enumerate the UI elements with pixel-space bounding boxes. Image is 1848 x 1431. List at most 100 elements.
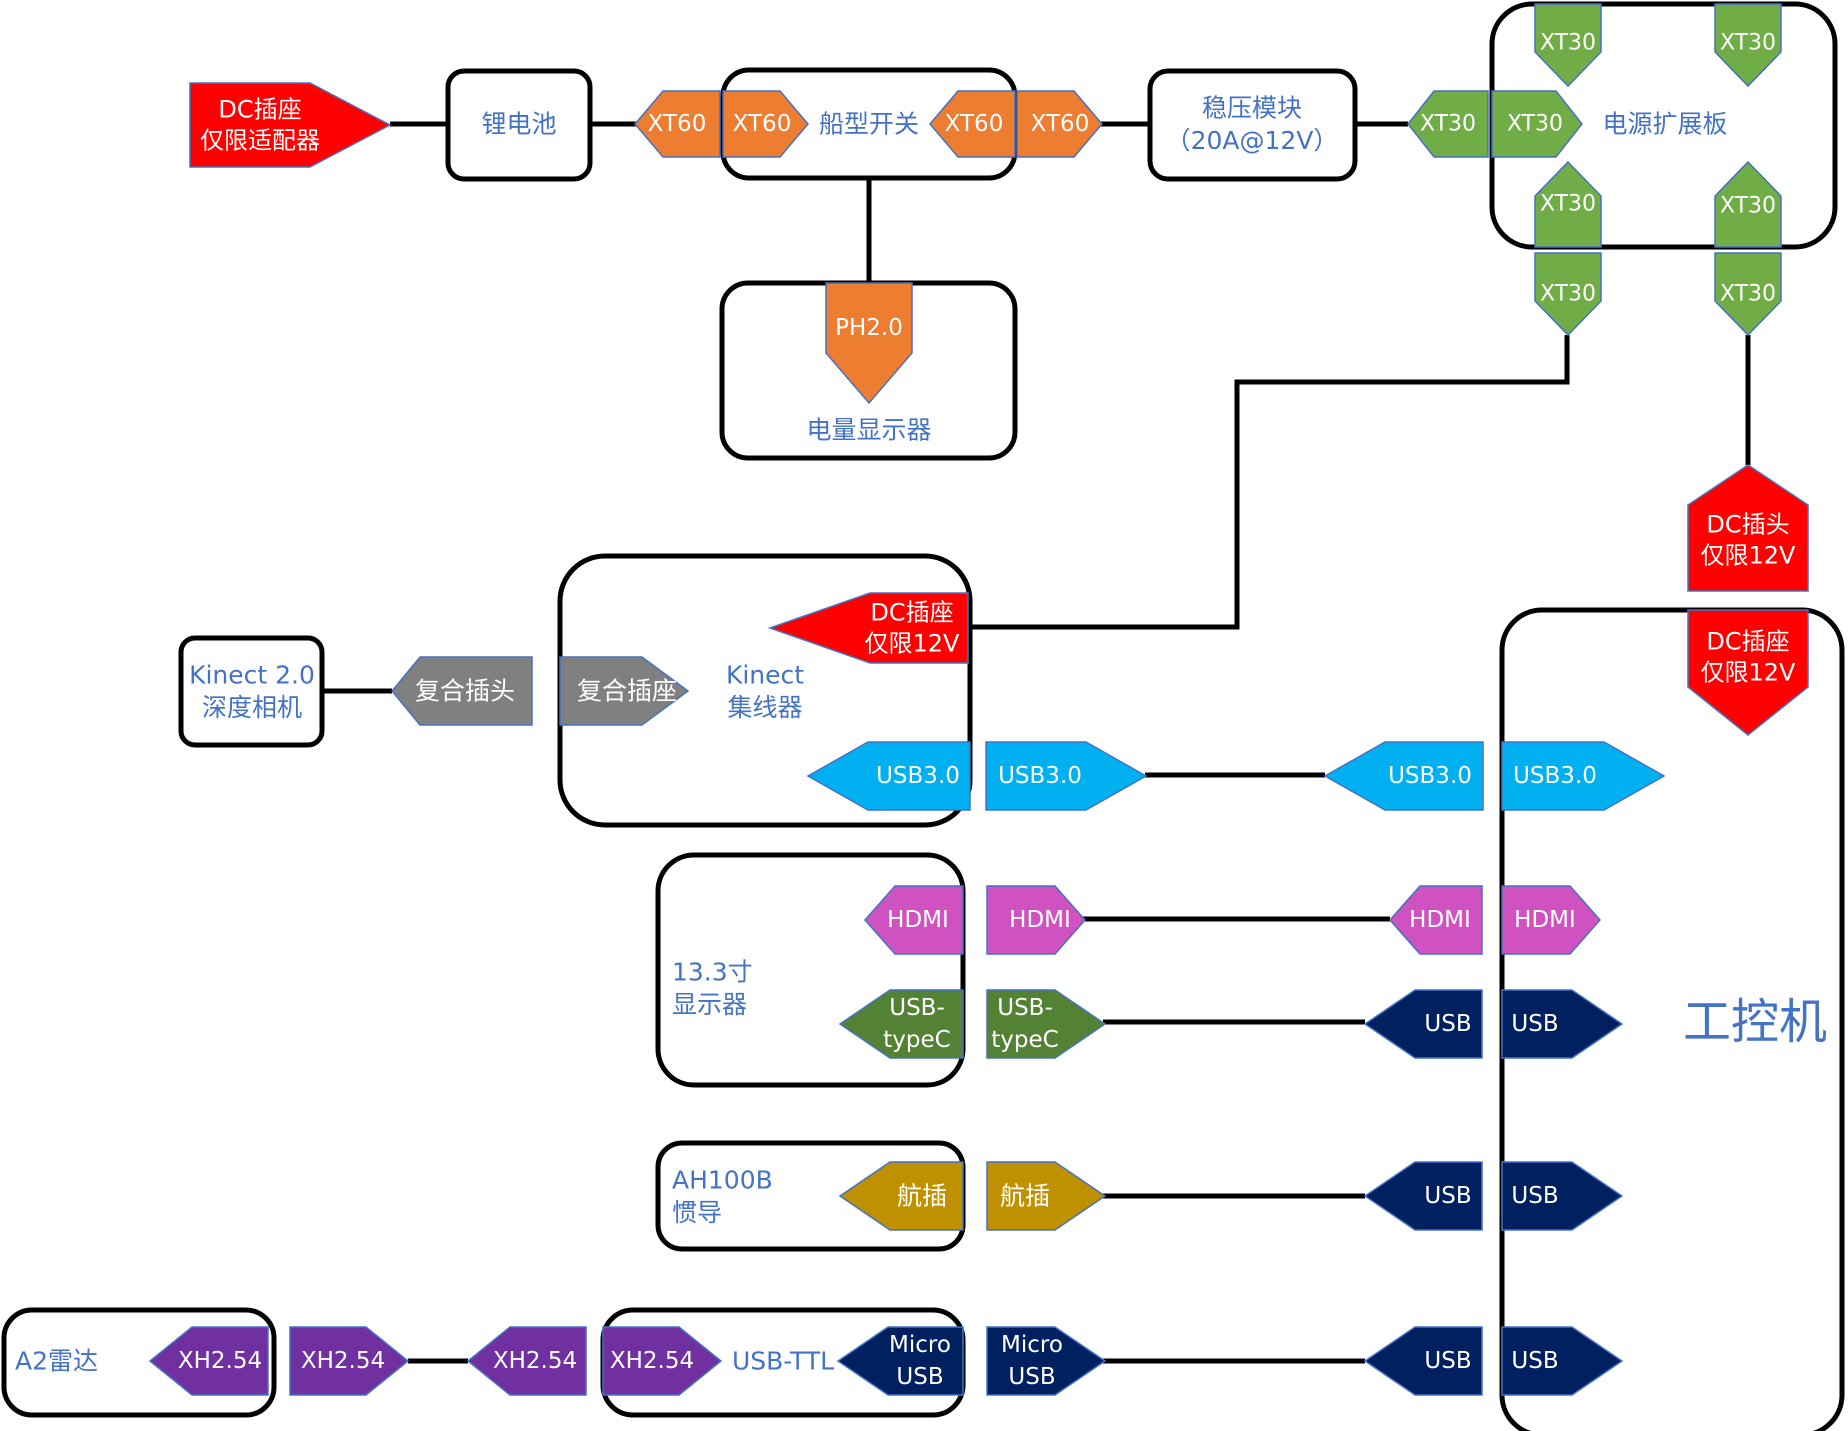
micro-usb-cable-label: Micro <box>1001 1332 1063 1358</box>
xt30-regulator-out-shape <box>1407 90 1489 158</box>
usb-ttl-box-label: USB-TTL <box>732 1347 834 1376</box>
kinect-hub-box-label: Kinect <box>726 660 804 689</box>
usb-display-ipc-shape <box>1501 989 1624 1059</box>
micro-usb-cable-label: USB <box>1008 1364 1055 1390</box>
usb-imu-cable-label: USB <box>1424 1183 1471 1209</box>
xt30-wire-left: XT30 <box>1534 252 1602 337</box>
imu-box-label: AH100B <box>672 1165 773 1194</box>
usb-lidar-cable-label: USB <box>1424 1348 1471 1374</box>
dc-plug-12v-shape <box>1687 464 1809 592</box>
display-box-label: 13.3寸 <box>672 957 753 986</box>
combo-plug-label: 复合插头 <box>415 677 515 706</box>
combo-plug: 复合插头 <box>391 656 533 726</box>
usb30-cable-b-shape <box>1323 741 1484 811</box>
aviation-cable: 航插 <box>986 1161 1107 1231</box>
xh254-usb-ttl-shape <box>602 1326 723 1396</box>
usb-imu-ipc: USB <box>1501 1161 1624 1231</box>
xt60-switch-out-label: XT60 <box>945 111 1004 137</box>
xt30-board-bottom-right-label: XT30 <box>1720 194 1776 219</box>
usb-lidar-cable-shape <box>1363 1326 1483 1396</box>
kinect-cam-box-label: 深度相机 <box>202 693 302 722</box>
micro-usb-ttl-label: USB <box>896 1364 943 1390</box>
power-board-box-label: 电源扩展板 <box>1602 110 1727 139</box>
dc-socket-12v-hub-label: DC插座 <box>870 598 953 626</box>
xt30-board-top-left-shape <box>1534 3 1602 88</box>
hdmi-cable-a: HDMI <box>986 885 1087 955</box>
xt60-battery-out: XT60 <box>634 90 721 158</box>
micro-usb-ttl-label: Micro <box>889 1332 951 1358</box>
xt60-switch-out: XT60 <box>929 90 1016 158</box>
dc-plug-12v-label: DC插头 <box>1706 510 1789 538</box>
kinect-cam-box-label: Kinect 2.0 <box>189 660 315 689</box>
usb-imu-cable-shape <box>1363 1161 1483 1231</box>
xt60-regulator-in-label: XT60 <box>1031 111 1090 137</box>
aviation-cable-label: 航插 <box>1000 1182 1050 1211</box>
xh254-cable-a: XH2.54 <box>289 1326 410 1396</box>
battery-box: 锂电池 <box>445 68 593 182</box>
usb30-hub-label: USB3.0 <box>876 763 960 789</box>
battery-box-label: 锂电池 <box>481 110 556 139</box>
usb-display-cable-shape <box>1363 989 1483 1059</box>
dc-socket-12v-ipc-shape <box>1687 609 1809 736</box>
hdmi-cable-b-label: HDMI <box>1409 907 1471 933</box>
usb-imu-ipc-label: USB <box>1511 1183 1558 1209</box>
usb-lidar-ipc: USB <box>1501 1326 1624 1396</box>
combo-socket-shape <box>559 656 690 726</box>
usb-lidar-ipc-shape <box>1501 1326 1624 1396</box>
micro-usb-ttl-shape <box>836 1326 964 1396</box>
hdmi-cable-b: HDMI <box>1388 885 1483 955</box>
xt60-regulator-in-shape <box>1016 90 1103 158</box>
combo-socket-label: 复合插座 <box>577 677 677 706</box>
xt30-wire-right-shape <box>1714 252 1782 337</box>
xh254-usb-ttl: XH2.54 <box>602 1326 723 1396</box>
xt30-board-bottom-left-shape <box>1534 160 1602 248</box>
hdmi-display-label: HDMI <box>887 907 949 933</box>
lidar-box-frame <box>1 1307 277 1418</box>
regulator-box: 稳压模块（20A@12V） <box>1147 68 1358 182</box>
usb-lidar-ipc-label: USB <box>1511 1348 1558 1374</box>
usb30-ipc-shape <box>1501 741 1666 811</box>
wires <box>322 121 1751 1364</box>
hdmi-ipc-shape <box>1501 885 1602 955</box>
usb-typec-display-shape <box>838 989 964 1059</box>
dc-socket-12v-hub-label: 仅限12V <box>865 630 961 658</box>
regulator-box-label: （20A@12V） <box>1166 126 1339 155</box>
hdmi-ipc-label: HDMI <box>1514 907 1576 933</box>
dc-adapter-socket-shape <box>189 82 392 168</box>
lidar-box-label: A2雷达 <box>15 1347 98 1376</box>
kinect-cam-box: Kinect 2.0 深度相机 <box>178 635 325 748</box>
xh254-lidar-shape <box>148 1326 269 1396</box>
xh254-lidar-label: XH2.54 <box>178 1348 262 1374</box>
xt60-switch-out-shape <box>929 90 1016 158</box>
usb-display-cable-label: USB <box>1424 1011 1471 1037</box>
dc-adapter-socket-label: DC插座 <box>218 95 301 123</box>
xt30-board-in: XT30 <box>1491 90 1583 158</box>
xt30-wire-left-label: XT30 <box>1540 282 1596 307</box>
ipc-box-label: 工控机 <box>1683 994 1827 1050</box>
xt30-board-bottom-right-shape <box>1714 160 1782 248</box>
usb30-cable-b-label: USB3.0 <box>1388 763 1472 789</box>
usb30-hub: USB3.0 <box>806 741 971 811</box>
aviation-cable-shape <box>986 1161 1107 1231</box>
hdmi-cable-a-shape <box>986 885 1087 955</box>
xt30-board-bottom-left: XT30 <box>1534 160 1602 248</box>
xt30-board-top-right: XT30 <box>1714 3 1782 88</box>
xt30-regulator-out-label: XT30 <box>1420 112 1476 137</box>
usb-typec-display: USB-typeC <box>838 989 964 1059</box>
usb30-cable-a: USB3.0 <box>985 741 1148 811</box>
ph20-gauge: PH2.0 <box>825 282 913 405</box>
hdmi-ipc: HDMI <box>1501 885 1602 955</box>
xt30-board-top-right-label: XT30 <box>1720 31 1776 56</box>
usb-imu-ipc-shape <box>1501 1161 1624 1231</box>
xt30-board-top-left-label: XT30 <box>1540 31 1596 56</box>
xt60-switch-in-shape <box>722 90 809 158</box>
kinect-cam-box-frame <box>178 635 325 748</box>
